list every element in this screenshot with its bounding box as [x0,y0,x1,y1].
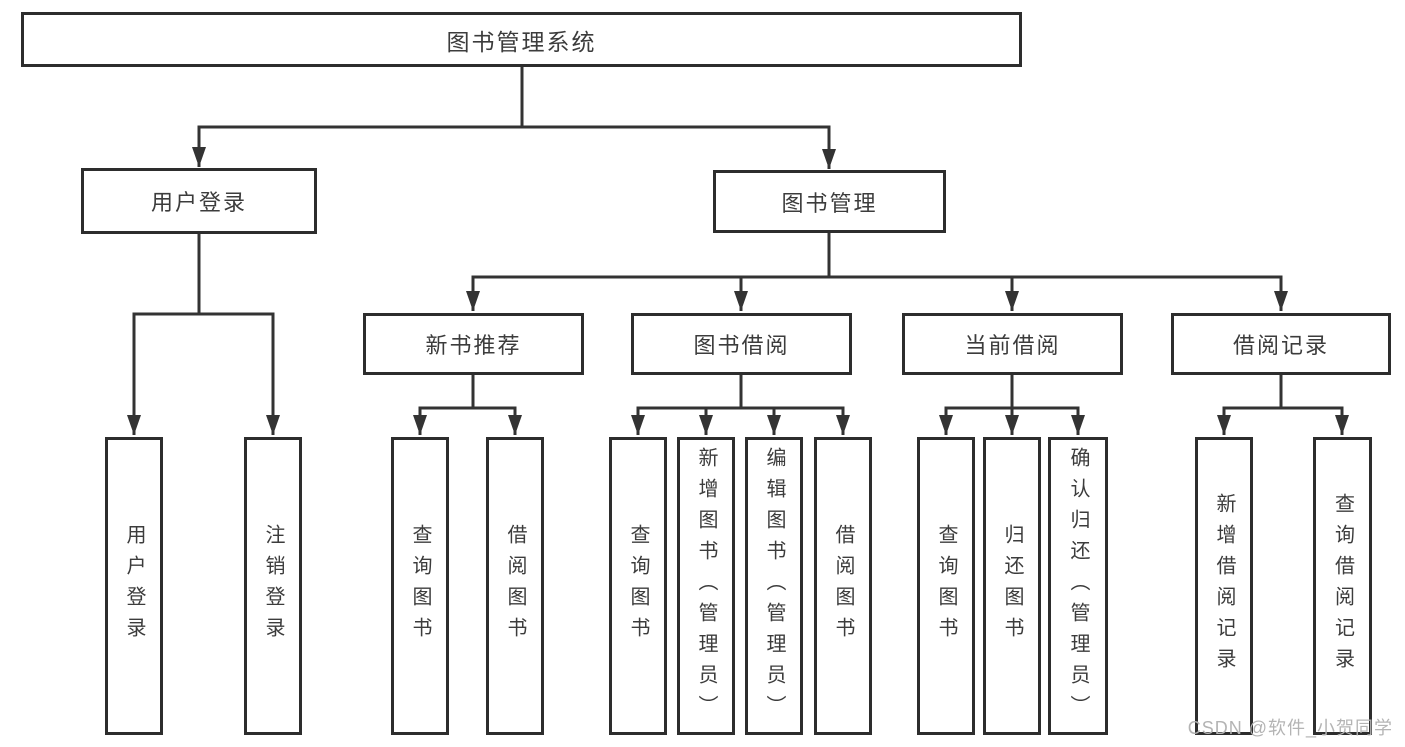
leaf-current-query-books: 查询图书 [917,437,975,735]
leaf-current-confirm-return-admin: 确认归还（管理员） [1048,437,1108,735]
leaf-records-query-record: 查询借阅记录 [1313,437,1372,735]
leaf-borrow-query-books: 查询图书 [609,437,667,735]
leaf-recommend-borrow-books: 借阅图书 [486,437,544,735]
leaf-borrow-borrow-books: 借阅图书 [814,437,872,735]
leaf-current-return-books: 归还图书 [983,437,1041,735]
node-book-borrow: 图书借阅 [631,313,852,375]
leaf-logout: 注销登录 [244,437,302,735]
connector-rails [132,67,1344,410]
node-root: 图书管理系统 [21,12,1022,67]
leaf-records-add-record: 新增借阅记录 [1195,437,1253,735]
node-user-login: 用户登录 [81,168,317,234]
node-book-management: 图书管理 [713,170,946,233]
node-borrow-records: 借阅记录 [1171,313,1391,375]
node-new-book-recommend: 新书推荐 [363,313,584,375]
csdn-watermark: CSDN @软件_小贺同学 [1187,718,1393,738]
leaf-borrow-add-books-admin: 新增图书（管理员） [677,437,735,735]
leaf-recommend-query-books: 查询图书 [391,437,449,735]
leaf-user-login: 用户登录 [105,437,163,735]
node-current-borrow: 当前借阅 [902,313,1123,375]
connector-arrows [127,127,1349,435]
leaf-borrow-edit-books-admin: 编辑图书（管理员） [745,437,803,735]
